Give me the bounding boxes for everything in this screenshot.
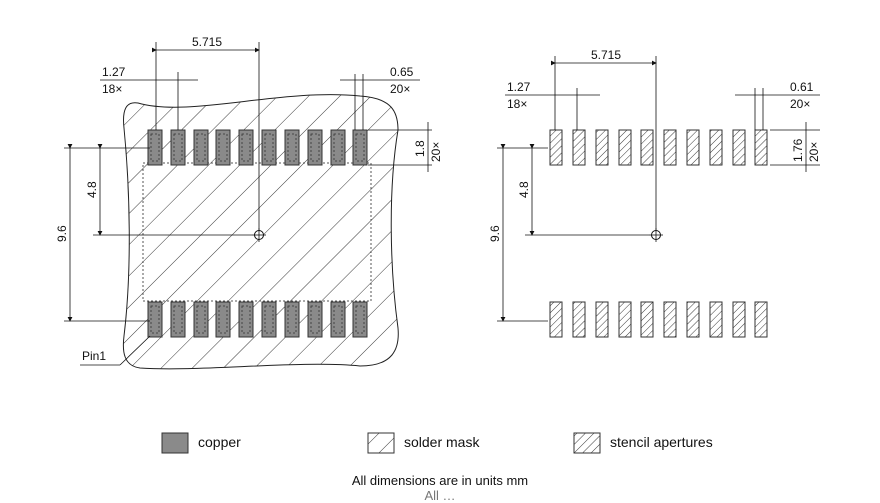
units-note: All dimensions are in units mm [351,473,529,488]
right-pad-width-count: 18× [507,97,527,111]
stencil-aperture [732,301,746,338]
left-full-height-label: 9.6 [55,225,69,242]
copper-pad [330,301,346,338]
left-pad-width-count: 18× [102,82,122,96]
solder-mask-swatch [367,432,395,454]
stencil-aperture [732,129,746,166]
stencil-aperture [709,129,723,166]
stencil-aperture [618,129,632,166]
stencil-outline [241,133,251,162]
copper-pad [147,129,163,166]
stencil-outline [264,133,274,162]
left-pad-height-count: 20× [429,142,443,162]
stencil-outline [333,305,343,334]
stencil-aperture [686,301,700,338]
copper-pad [352,301,368,338]
stencil-aperture [663,301,677,338]
right-full-height-label: 9.6 [488,225,502,242]
copper-pad [352,129,368,166]
stencil-outline [218,133,228,162]
legend-solder-mask-label: solder mask [404,434,480,450]
left-copper-pads [147,129,368,338]
right-pad-height-label: 1.76 [791,138,805,162]
component-body-outline [142,162,372,302]
stencil-outline [218,305,228,334]
copper-pad [307,129,323,166]
copper-pad [307,301,323,338]
copper-pad [261,301,277,338]
stencil-aperture [618,301,632,338]
stencil-aperture [709,301,723,338]
stencil-outline [241,305,251,334]
left-pad-height-label: 1.8 [413,140,427,157]
copper-pad [193,301,209,338]
stencil-swatch [573,432,601,454]
copper-pad [284,301,300,338]
stencil-outline [150,133,160,162]
stencil-outline [287,305,297,334]
stencil-aperture [572,129,586,166]
left-footprint-view: 5.715 1.27 18× 0.65 20× 1.8 20× 4.8 9.6 … [55,35,443,370]
right-half-height-label: 4.8 [517,181,531,198]
stencil-aperture [595,301,609,338]
stencil-outline [196,305,206,334]
stencil-outline [355,133,365,162]
stencil-aperture [595,129,609,166]
stencil-outline [196,133,206,162]
stencil-aperture [572,301,586,338]
stencil-aperture [663,129,677,166]
left-pitch-label: 5.715 [192,35,222,49]
stencil-outline [355,305,365,334]
legend-copper-label: copper [198,434,241,450]
stencil-outline [173,133,183,162]
copper-pad [215,129,231,166]
copper-pad [193,129,209,166]
stencil-aperture [549,129,563,166]
stencil-aperture [754,301,768,338]
stencil-outline [287,133,297,162]
copper-pad [330,129,346,166]
left-pad-width-label: 1.27 [102,65,126,79]
copper-pad [170,301,186,338]
right-stencil-apertures [549,129,768,338]
right-gap-count: 20× [790,97,810,111]
legend-stencil-label: stencil apertures [610,434,713,450]
left-half-height-label: 4.8 [85,181,99,198]
right-stencil-view: 5.715 1.27 18× 0.61 20× 1.76 20× 4.8 9.6 [488,48,821,338]
stencil-outline [150,305,160,334]
copper-pad [284,129,300,166]
stencil-outline [310,133,320,162]
stencil-aperture [640,301,654,338]
left-gap-count: 20× [390,82,410,96]
stencil-outline [333,133,343,162]
footer-second-line: All … [424,488,456,503]
stencil-outline [173,305,183,334]
stencil-aperture [754,129,768,166]
right-pad-width-label: 1.27 [507,80,531,94]
stencil-aperture [686,129,700,166]
copper-pad [147,301,163,338]
left-gap-label: 0.65 [390,65,414,79]
copper-pad [238,129,254,166]
right-pad-height-count: 20× [807,142,821,162]
stencil-outline [264,305,274,334]
copper-swatch [161,432,189,454]
copper-pad [238,301,254,338]
stencil-outline [310,305,320,334]
stencil-aperture [640,129,654,166]
pin1-label: Pin1 [82,349,106,363]
copper-pad [170,129,186,166]
copper-pad [215,301,231,338]
stencil-aperture [549,301,563,338]
right-pitch-label: 5.715 [591,48,621,62]
right-gap-label: 0.61 [790,80,814,94]
copper-pad [261,129,277,166]
